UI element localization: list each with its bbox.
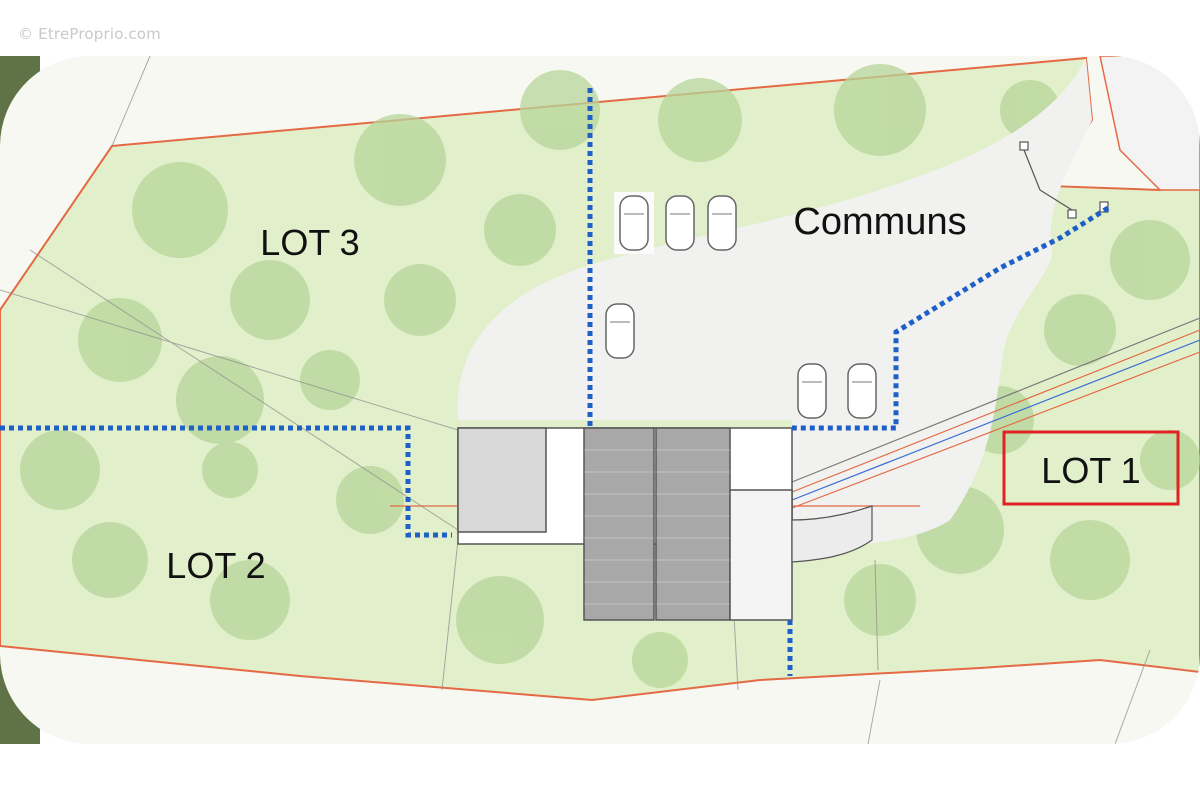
entry-gate	[1019, 141, 1109, 219]
parking-car	[847, 363, 877, 419]
utility-lines	[390, 317, 1200, 509]
parking-car	[797, 363, 827, 419]
lot-division-lines	[0, 88, 1110, 676]
road-surface	[1099, 56, 1200, 191]
lot1-highlight-box	[1002, 430, 1180, 506]
parking-car	[619, 195, 649, 251]
spiral-stair	[791, 505, 873, 563]
parking-car	[605, 303, 635, 359]
lot2-label: LOT 2	[166, 545, 265, 586]
parking-spaces	[605, 192, 877, 419]
building	[457, 427, 873, 621]
lot1-label: LOT 1	[1041, 450, 1140, 491]
housing-unit-a	[583, 427, 655, 621]
garage	[457, 427, 547, 533]
parking-car	[665, 195, 695, 251]
housing-unit-b	[655, 427, 731, 621]
stair-hall	[729, 489, 793, 621]
lot3-label: LOT 3	[260, 222, 359, 263]
watermark: © EtreProprio.com	[18, 25, 161, 43]
tree-canopies	[20, 64, 1200, 688]
communs-label: Communs	[793, 201, 966, 243]
parking-car	[707, 195, 737, 251]
